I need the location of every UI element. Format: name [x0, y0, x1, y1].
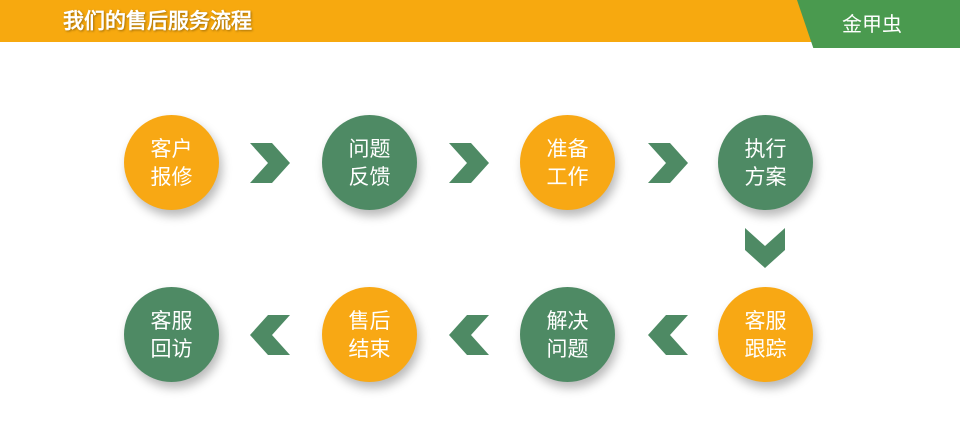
chevron-left-icon	[248, 313, 292, 357]
chevron-left-icon	[447, 313, 491, 357]
step-after-sales-end: 售后 结束	[322, 287, 417, 382]
step-label-line1: 客户	[150, 136, 193, 161]
chevron-right-icon	[447, 141, 491, 185]
step-customer-report: 客户 报修	[124, 115, 219, 210]
step-label-line2: 回访	[150, 336, 193, 361]
step-label-line1: 问题	[348, 136, 391, 161]
step-problem-feedback: 问题 反馈	[322, 115, 417, 210]
step-label-line2: 跟踪	[744, 336, 787, 361]
step-service-revisit: 客服 回访	[124, 287, 219, 382]
step-label-line2: 方案	[744, 164, 787, 189]
step-label-line1: 解决	[546, 308, 589, 333]
step-label-line2: 结束	[348, 336, 391, 361]
chevron-right-icon	[248, 141, 292, 185]
brand-tab	[797, 0, 960, 48]
step-label-line2: 反馈	[348, 164, 391, 189]
step-label-line1: 准备	[546, 136, 589, 161]
step-execute-plan: 执行 方案	[718, 115, 813, 210]
step-solve-problem: 解决 问题	[520, 287, 615, 382]
step-prepare-work: 准备 工作	[520, 115, 615, 210]
step-label-line1: 售后	[348, 308, 391, 333]
page-title: 我们的售后服务流程	[63, 9, 252, 33]
step-service-tracking: 客服 跟踪	[718, 287, 813, 382]
header-bar	[0, 0, 812, 42]
brand-name: 金甲虫	[842, 12, 902, 36]
step-label-line1: 客服	[150, 308, 193, 333]
chevron-left-icon	[646, 313, 690, 357]
chevron-right-icon	[646, 141, 690, 185]
step-label-line1: 客服	[744, 308, 787, 333]
step-label-line2: 工作	[546, 164, 589, 189]
chevron-down-icon	[743, 226, 787, 270]
step-label-line2: 报修	[150, 164, 193, 189]
step-label-line2: 问题	[546, 336, 589, 361]
step-label-line1: 执行	[744, 136, 787, 161]
